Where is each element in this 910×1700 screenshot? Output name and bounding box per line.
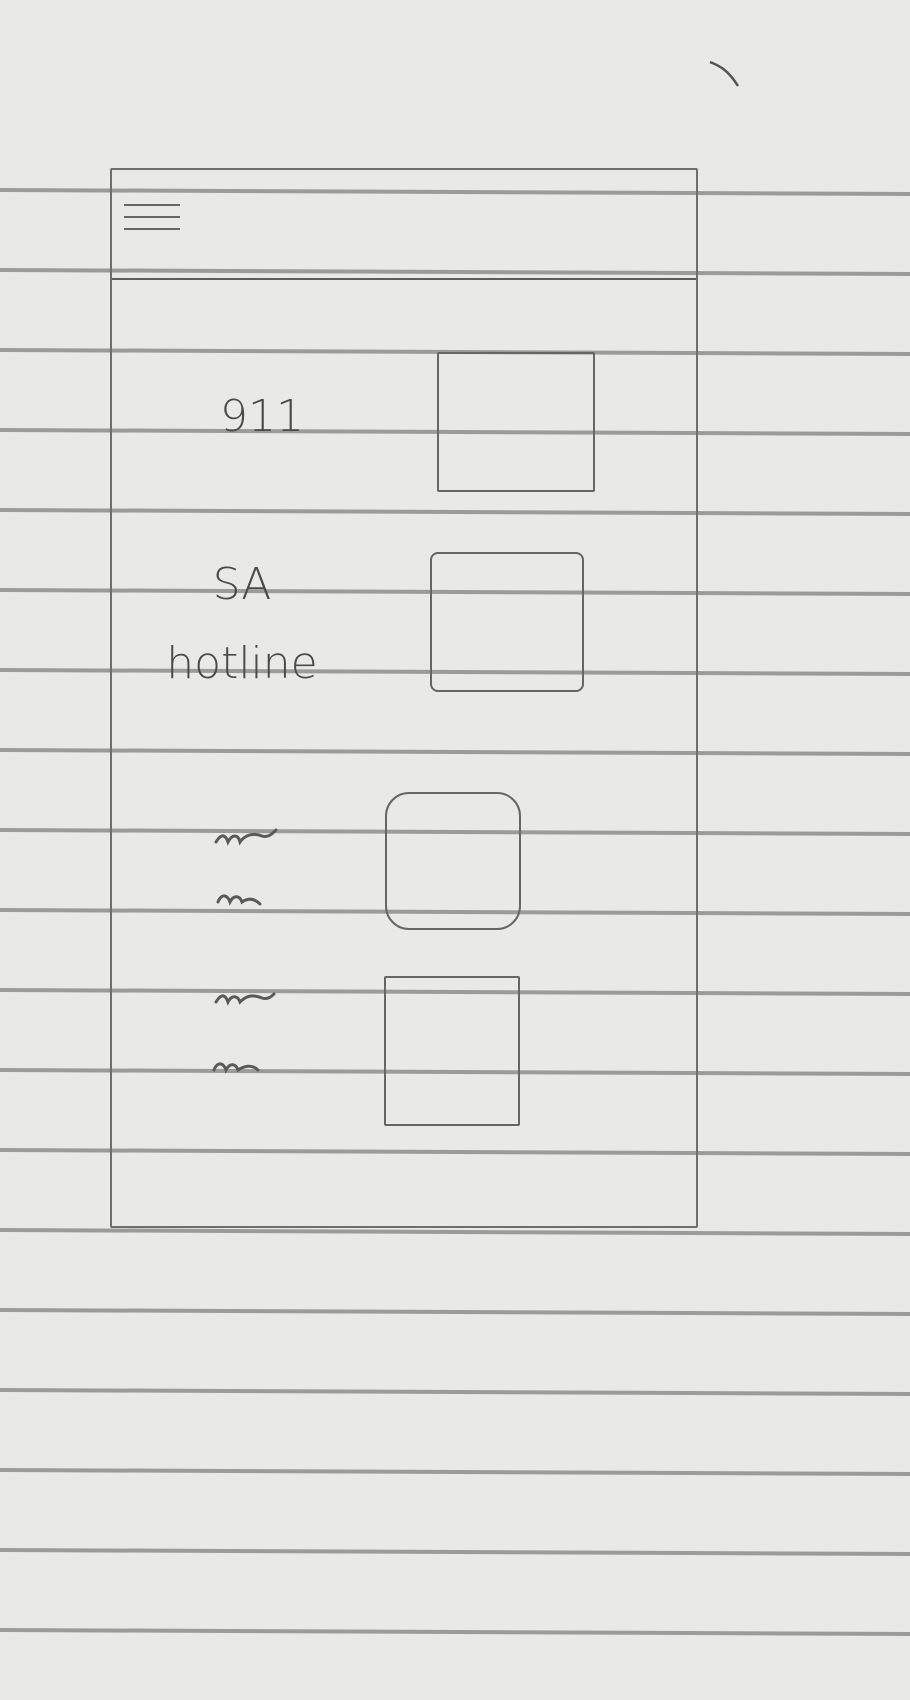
- list-item-label-911: 911: [202, 391, 322, 443]
- ruled-line: [0, 1228, 910, 1236]
- ruled-line: [0, 1548, 910, 1556]
- list-item-label-sa-hotline: SA hotline: [162, 559, 322, 689]
- hamburger-menu-icon[interactable]: [124, 204, 180, 240]
- phone-frame: 911 SA hotline: [110, 168, 698, 1228]
- label-line: SA: [212, 559, 272, 610]
- ruled-line: [0, 1628, 910, 1636]
- ruled-line: [0, 988, 910, 996]
- ruled-line: [0, 588, 910, 596]
- placeholder-text-scribble: [212, 992, 276, 1074]
- ruled-line: [0, 188, 910, 196]
- label-line: 911: [220, 391, 304, 442]
- ruled-line: [0, 908, 910, 916]
- ruled-line: [0, 748, 910, 756]
- placeholder-text-scribble: [214, 828, 278, 906]
- ruled-line: [0, 1468, 910, 1476]
- ruled-line: [0, 268, 910, 276]
- list-item-3-button[interactable]: [385, 792, 521, 930]
- ruled-line: [0, 428, 910, 436]
- ruled-line: [0, 1148, 910, 1156]
- ruled-line: [0, 1068, 910, 1076]
- ruled-line: [0, 1388, 910, 1396]
- list-item-4-button[interactable]: [384, 976, 520, 1126]
- ruled-line: [0, 828, 910, 836]
- label-line: hotline: [166, 637, 318, 689]
- call-911-button[interactable]: [437, 352, 595, 492]
- call-sa-hotline-button[interactable]: [430, 552, 584, 692]
- ruled-line: [0, 668, 910, 676]
- pencil-mark: [709, 60, 740, 87]
- app-bar: [112, 170, 696, 280]
- ruled-line: [0, 508, 910, 516]
- ruled-line: [0, 1308, 910, 1316]
